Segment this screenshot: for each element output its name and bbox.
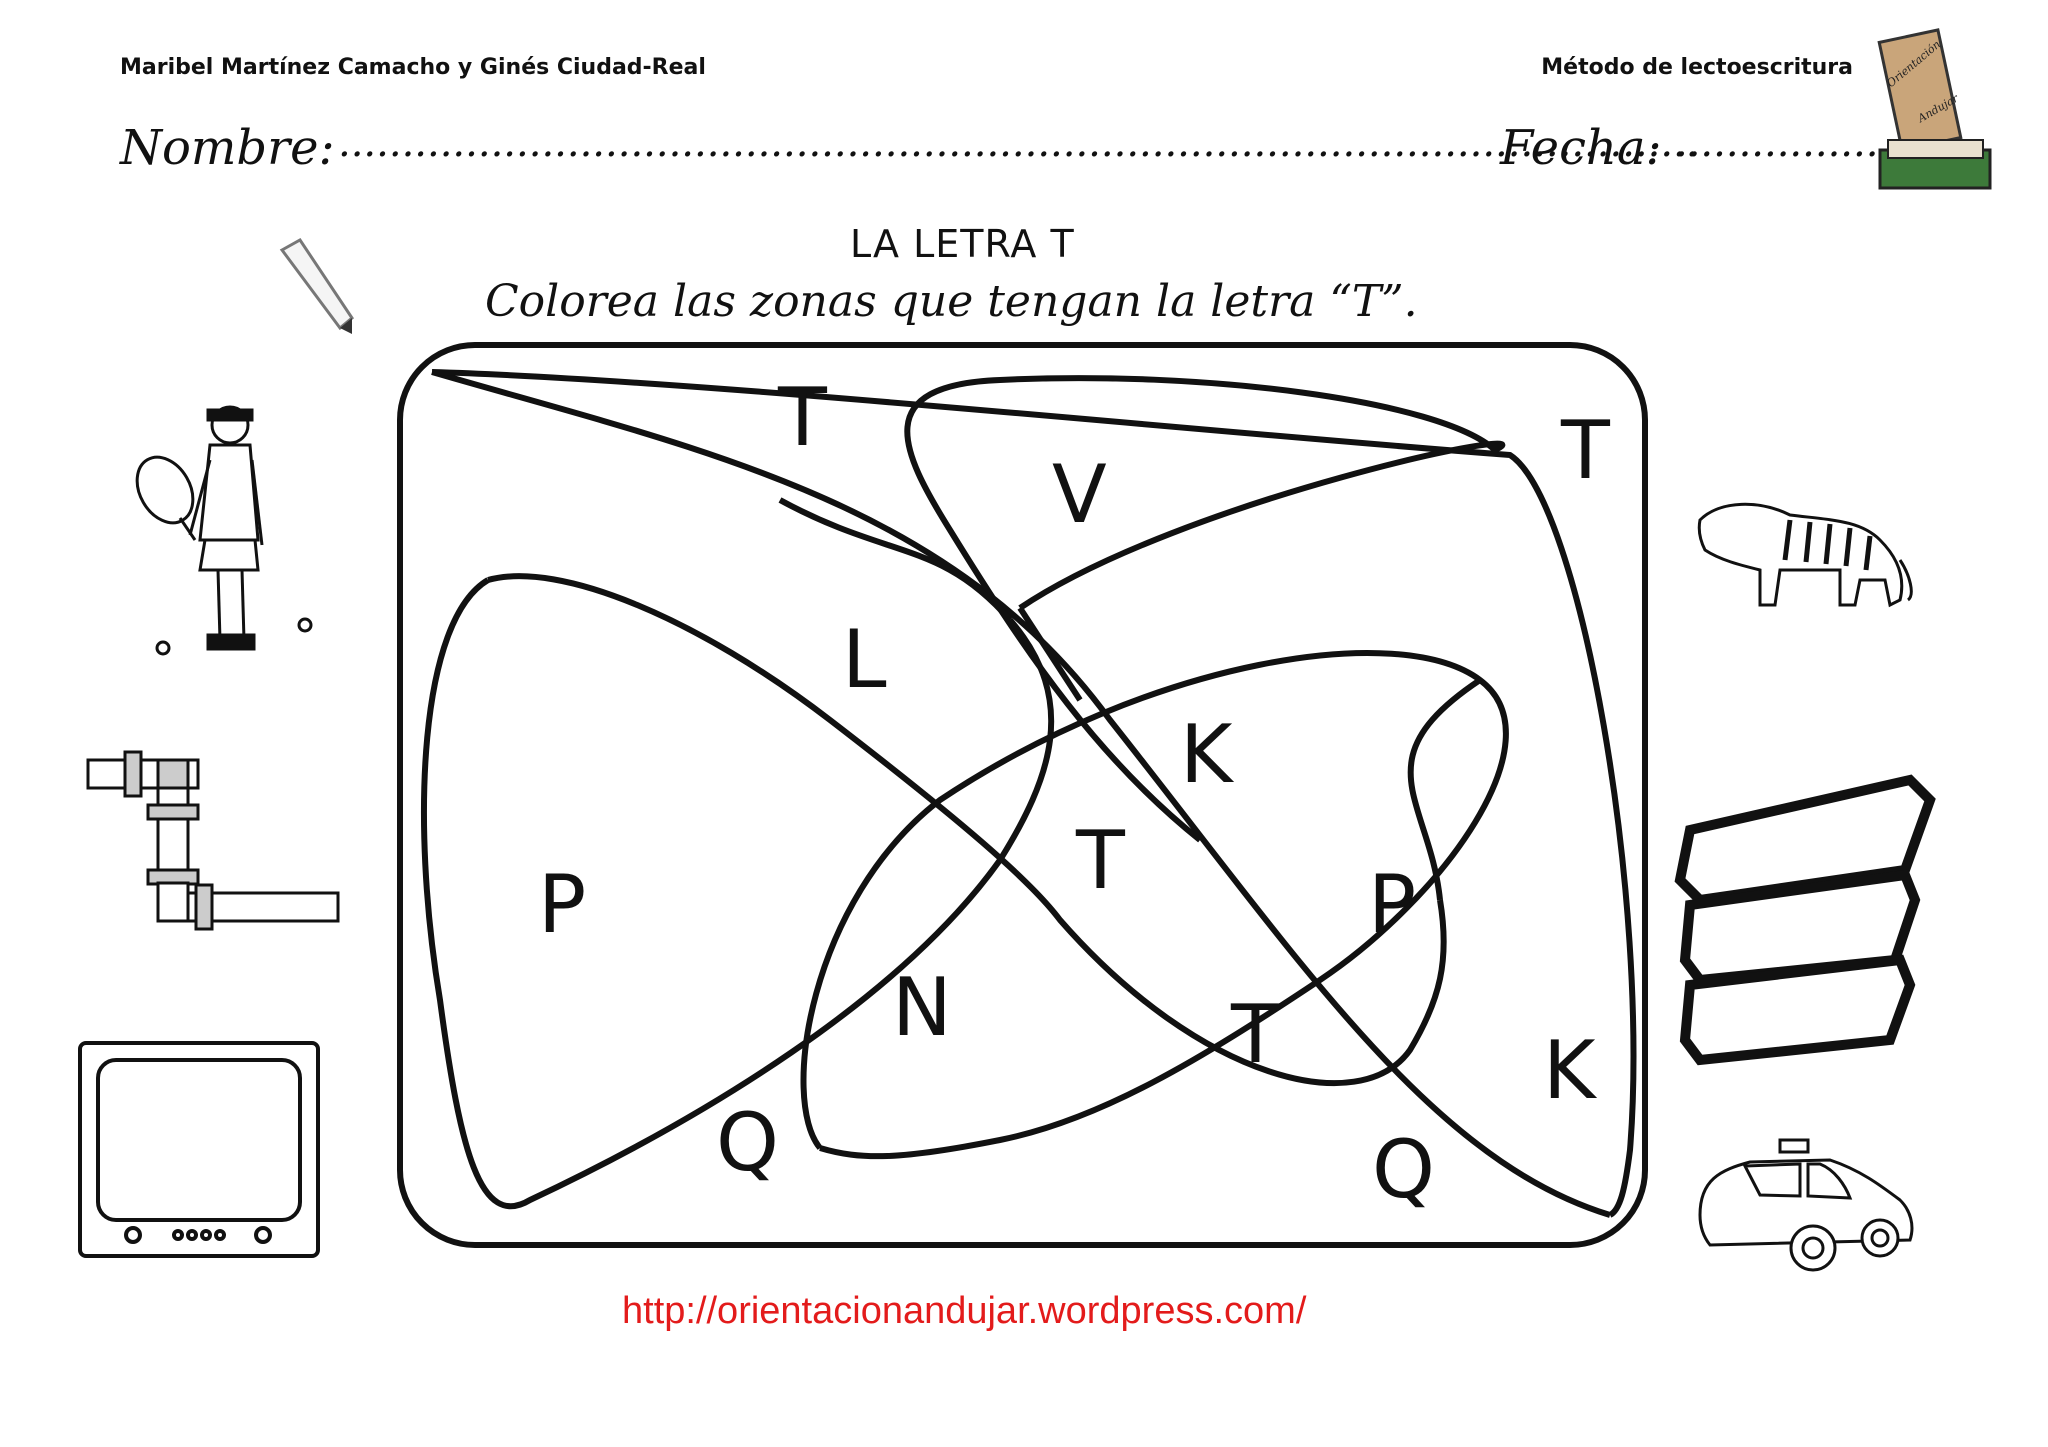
- taxi-picture: [1698, 1138, 1914, 1272]
- toast-picture: [1674, 774, 1936, 1066]
- puzzle-frame: [397, 342, 1648, 1248]
- letter: Q: [1372, 1123, 1435, 1216]
- website-link[interactable]: http://orientacionandujar.wordpress.com/: [622, 1290, 1307, 1332]
- date-label: Fecha:: [1500, 120, 1662, 176]
- letter: L: [842, 613, 887, 706]
- authors-text: Maribel Martínez Camacho y Ginés Ciudad-…: [120, 55, 706, 80]
- letter: Q: [716, 1096, 779, 1189]
- exercise-instruction: Colorea las zonas que tengan la letra “T…: [485, 276, 1418, 327]
- letter: N: [892, 961, 952, 1054]
- letter: V: [1052, 448, 1107, 541]
- name-label: Nombre:: [120, 120, 335, 176]
- letter: T: [1560, 404, 1611, 497]
- pencil-icon: [279, 238, 354, 334]
- letter: T: [1075, 814, 1126, 907]
- letter: T: [1230, 988, 1281, 1081]
- tennis-player-picture: [135, 405, 313, 656]
- letter: P: [1368, 858, 1416, 951]
- pipes-picture: [86, 750, 340, 931]
- letter: K: [1543, 1024, 1598, 1117]
- letter-set: T V T L K P T P N T K Q Q: [538, 371, 1611, 1216]
- method-title: Método de lectoescritura: [1541, 55, 1853, 80]
- orientacion-andujar-logo: Orientación Andujar: [1877, 28, 1992, 190]
- name-field[interactable]: ........................................…: [338, 120, 1699, 166]
- television-picture: [78, 1041, 320, 1258]
- exercise-title: LA LETRA T: [850, 222, 1075, 266]
- letter: P: [538, 858, 586, 951]
- letter: T: [777, 371, 828, 464]
- puzzle-lines: [421, 369, 1637, 1218]
- date-field[interactable]: ...................: [1675, 120, 1917, 166]
- letter: K: [1180, 708, 1235, 801]
- tiger-picture: [1697, 502, 1913, 608]
